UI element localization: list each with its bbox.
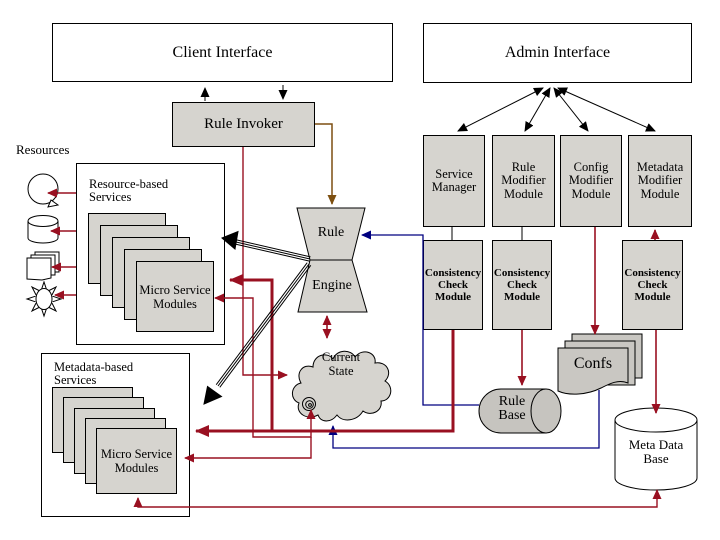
admin-interface-box: Admin Interface (423, 23, 692, 83)
rule-base-label: Rule Base (498, 394, 526, 423)
metadata-modifier-module-box: Metadata Modifier Module (628, 135, 692, 227)
confs-label: Confs (573, 355, 613, 372)
resource-services-box (76, 163, 225, 345)
consistency-check-module-1: Consistency Check Module (423, 240, 483, 330)
admin-interface-label: Admin Interface (504, 44, 611, 61)
modifier-ccm-links (451, 227, 523, 240)
client-interface-box: Client Interface (52, 23, 393, 82)
rule-modifier-module-box: Rule Modifier Module (492, 135, 555, 227)
resource-services-label: Resource-based Services (89, 177, 169, 204)
rule-engine-top-label: Rule (317, 225, 345, 240)
client-interface-label: Client Interface (172, 43, 273, 61)
documents-stack-icon (26, 251, 60, 281)
rule-invoker-label: Rule Invoker (204, 116, 283, 132)
resources-label: Resources (16, 142, 70, 157)
rule-invoker-box: Rule Invoker (172, 102, 315, 147)
metadata-services-label: Metadata-based Services (54, 360, 134, 387)
sun-burst-icon (25, 280, 63, 318)
rule-engine-bottom-label: Engine (312, 278, 352, 293)
state-spiral-icon (302, 397, 316, 411)
invoker-state-arrow (242, 147, 288, 380)
metadata-services-box (41, 353, 190, 517)
engine-resource-arrow (221, 230, 311, 262)
consistency-check-module-2: Consistency Check Module (492, 240, 552, 330)
client-invoker-arrows (200, 85, 288, 101)
resource-icon-arrows (47, 188, 76, 300)
balloon-resource-icon (27, 173, 60, 208)
mdb-modules-arrow (133, 489, 662, 508)
consistency-check-module-3: Consistency Check Module (622, 240, 683, 330)
rule-engine-shape (296, 207, 368, 313)
resource-micro-service-modules: Micro Service Modules (136, 261, 214, 332)
confs-state-arrow (328, 390, 600, 449)
database-cylinder-icon (27, 215, 59, 244)
service-manager-box: Service Manager (423, 135, 485, 227)
invoker-engine-arrow (315, 123, 337, 205)
current-state-label: Current State (321, 350, 361, 378)
config-modifier-module-box: Config Modifier Module (560, 135, 622, 227)
metadata-micro-service-modules: Micro Service Modules (96, 428, 177, 494)
admin-fan-arrows (457, 87, 656, 132)
meta-data-base-label: Meta Data Base (628, 437, 684, 466)
